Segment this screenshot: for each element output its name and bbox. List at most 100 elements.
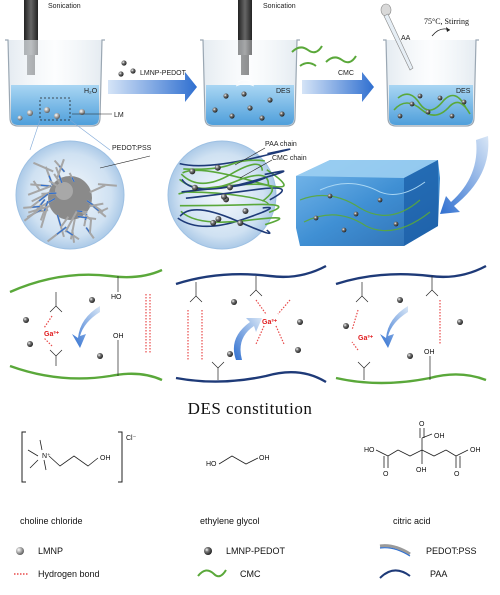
- des-title: DES constitution: [188, 399, 313, 418]
- pedot-fiber: [39, 200, 49, 221]
- polymer-chain: [185, 187, 283, 201]
- panel2-hbond-4: [277, 299, 291, 315]
- stir-arrowhead: [446, 27, 450, 32]
- polymer-chain: [179, 148, 291, 167]
- choline-cl: Cl⁻: [126, 435, 137, 442]
- gel-particles: [313, 193, 399, 233]
- zoom-line-left: [29, 119, 41, 151]
- polymer-chain: [179, 203, 280, 214]
- cmc-strand-1: [291, 45, 323, 54]
- bracket-left: [21, 431, 26, 483]
- citric-left-cooh: [375, 449, 399, 468]
- pedot-fiber: [56, 214, 65, 238]
- hydrogel-block: [296, 160, 440, 246]
- panel2-paa-top: [175, 264, 327, 286]
- bracket-right: [118, 431, 123, 483]
- lm-droplets: [17, 107, 85, 121]
- arrow-2-shape: [302, 72, 374, 102]
- panel3-hbond-3: [351, 341, 359, 351]
- arrow-1: LMNP-PEDOT: [108, 60, 197, 102]
- panel1-arrow: [72, 306, 100, 348]
- beaker-liquid: [11, 85, 99, 125]
- network-particle: [214, 164, 221, 171]
- network-particle: [220, 193, 227, 200]
- pedot-fiber: [32, 180, 42, 192]
- pedot-fiber: [89, 184, 106, 194]
- gel-chain-2: [303, 211, 431, 232]
- gel-top: [296, 160, 438, 178]
- pedot-fiber: [68, 172, 76, 183]
- choline-oh: OH: [100, 455, 111, 462]
- panel2-paa-bottom: [175, 371, 327, 384]
- gel-side: [404, 160, 438, 246]
- arrow-2: CMC: [291, 45, 374, 102]
- glycol-ho: HO: [206, 461, 217, 468]
- pedot-fiber: [46, 226, 67, 243]
- pedot-fiber: [41, 192, 57, 195]
- cmc-strand-3: [299, 62, 317, 67]
- pedot-pointer: [99, 155, 151, 169]
- panel1-cooh-bottom: [49, 349, 63, 366]
- network-particle: [237, 220, 244, 227]
- choline-n-plus: N⁺: [42, 453, 51, 460]
- beaker1-water-label: H₂O: [84, 88, 98, 95]
- legend-pedot-pss: PEDOT:PSS: [426, 546, 477, 556]
- beaker-2: Sonication DES: [200, 0, 300, 127]
- pedot-fiber: [60, 216, 70, 227]
- panel3-ga-label: Ga³⁺: [358, 335, 374, 342]
- glycol-oh: OH: [259, 455, 270, 462]
- arrow1-label: LMNP-PEDOT: [140, 70, 187, 77]
- legend-lmnp-swatch: [16, 547, 24, 555]
- beaker3-particles: [397, 93, 467, 119]
- arrow-1-shape: [108, 72, 197, 102]
- beaker2-des-label: DES: [276, 88, 291, 95]
- beaker-1: Sonication H₂O LM: [5, 0, 124, 127]
- panel3-particles: [343, 297, 463, 359]
- polymer-chain: [179, 209, 271, 235]
- sonic-waves: [235, 79, 255, 87]
- legend-paa-swatch: [379, 569, 411, 579]
- citric-name: citric acid: [393, 516, 431, 526]
- panel1-oh: OH: [113, 333, 124, 340]
- pedot-fiber: [53, 173, 63, 186]
- legend-lmnp-pedot-swatch: [204, 547, 212, 555]
- interaction-panel-3: OH Ga³⁺: [335, 264, 487, 385]
- polymer-chain: [183, 159, 265, 170]
- polymer-chain: [180, 163, 264, 185]
- paa-pointer: [234, 147, 266, 166]
- panel3-arrow: [380, 306, 408, 348]
- panel3-oh: OH: [424, 349, 435, 356]
- citric-o3: O: [454, 471, 460, 478]
- interaction-panel-2: Ga³⁺: [175, 264, 327, 384]
- arrow2-label: CMC: [338, 70, 354, 77]
- pedot-fiber: [65, 230, 80, 241]
- network-particle: [242, 208, 249, 215]
- beaker2-sonication-label: Sonication: [263, 3, 296, 10]
- panel1-ho: HO: [111, 294, 122, 301]
- panel1-hbond-4: [43, 337, 53, 347]
- citric-o1: O: [419, 421, 425, 428]
- citric-oh-center: OH: [416, 467, 427, 474]
- circle2-paa-label: PAA chain: [265, 141, 297, 148]
- zoom-line-right: [69, 119, 111, 151]
- panel2-ga-label: Ga³⁺: [262, 319, 278, 326]
- pedot-fiber: [35, 198, 46, 211]
- panel1-cooh-top: [49, 292, 63, 313]
- zoom-circle-2: PAA chain CMC chain: [167, 140, 307, 250]
- pedot-fiber: [69, 219, 76, 240]
- legend-lmnp-pedot: LMNP-PEDOT: [226, 546, 286, 556]
- network-particle: [215, 216, 222, 223]
- panel1-ga-label: Ga³⁺: [44, 331, 60, 338]
- polymer-chain: [180, 210, 281, 226]
- panel1-cmc-top: [9, 268, 163, 294]
- gel-chain-3: [319, 181, 426, 195]
- panel3-paa-top: [335, 264, 487, 286]
- panel2-particles: [227, 299, 303, 357]
- polymer-chain: [185, 191, 270, 205]
- zoom-circle-1: PEDOT:PSS: [15, 140, 152, 250]
- pedot-fiber: [77, 209, 88, 214]
- beaker3-conditions-label: 75°C, Stirring: [424, 17, 469, 26]
- citric-bonds: [397, 428, 447, 464]
- panel2-hbond-6: [275, 325, 285, 345]
- citric-oh1: OH: [434, 433, 445, 440]
